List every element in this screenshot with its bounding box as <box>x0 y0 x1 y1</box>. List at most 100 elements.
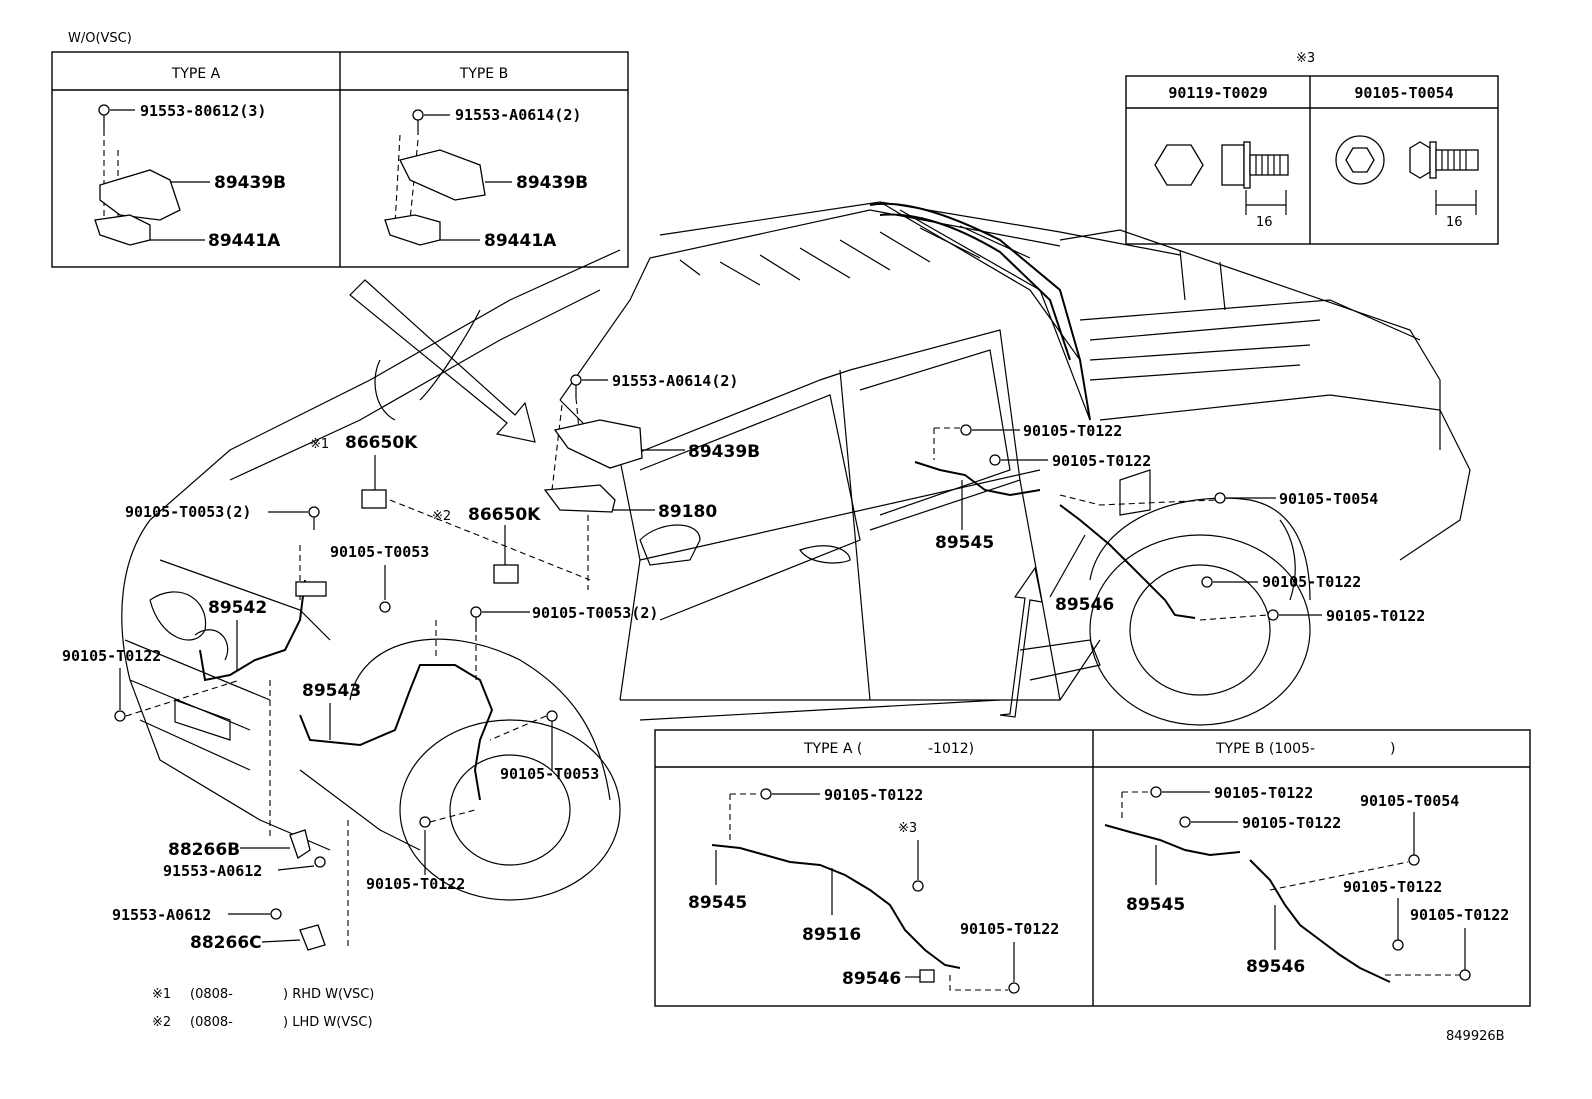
label-rear-bolt-t0122-3: 90105-T0122 <box>1262 573 1361 591</box>
inset-a-89545-label: 89545 <box>688 893 747 913</box>
label-note2-marker: ※2 <box>432 509 451 524</box>
pointer-arrow-left <box>349 279 536 443</box>
bolt-icon <box>960 424 972 436</box>
hex-head-icon <box>1154 144 1204 186</box>
note3-col1-dim: 16 <box>1256 215 1273 230</box>
ecu-89180-icon <box>543 484 616 513</box>
relay-icon <box>361 489 387 509</box>
label-rear-bolt-t0122-4: 90105-T0122 <box>1326 607 1425 625</box>
label-89542: 89542 <box>208 598 267 618</box>
bolt-icon <box>308 506 320 530</box>
sensor-wire-89542 <box>199 579 306 682</box>
bolt-icon <box>570 374 582 398</box>
inset-wo-vsc: TYPE A TYPE B 91553-80612(3) 89439B 8944… <box>51 51 629 268</box>
bolt-icon <box>546 710 558 722</box>
front-sensors: 89542 90105-T0122 89543 90105-T0053 9010… <box>62 579 599 893</box>
label-bolt-t0053: 90105-T0053 <box>330 543 429 561</box>
inset-type-a-header: TYPE A <box>171 66 221 82</box>
note3-col2-dim: 16 <box>1446 215 1463 230</box>
inset-a-bolt-label: 91553-80612(3) <box>140 102 266 120</box>
vehicle-outline <box>121 201 1471 901</box>
yaw-sensor-icon <box>94 214 151 246</box>
inset-a-89516-label: 89516 <box>802 925 861 945</box>
bolt-icon <box>270 908 282 920</box>
footnote-1-marker: ※1 <box>152 987 171 1002</box>
label-89439b: 89439B <box>688 442 760 462</box>
bolt-icon <box>314 856 326 868</box>
bolt-icon <box>419 816 431 828</box>
bolt-icon <box>1179 816 1191 828</box>
inset-type-b-rear: TYPE B (1005- ) 90105-T0122 90105-T0122 … <box>1104 741 1509 983</box>
note3-col2-header: 90105-T0054 <box>1354 84 1453 102</box>
label-bolt-91553-a0614: 91553-A0614(2) <box>612 372 738 390</box>
note3-marker: ※3 <box>1296 51 1315 66</box>
inset-a-note3: ※3 <box>898 821 917 836</box>
footnote-2-spec: ) LHD W(VSC) <box>283 1015 373 1030</box>
inset-type-a-rear: TYPE A ( -1012) 90105-T0122 ※3 89545 895… <box>654 729 1531 1007</box>
inset-a-sensor-label: 89441A <box>208 231 281 251</box>
label-bolt-t0053-2a: 90105-T0053(2) <box>125 503 251 521</box>
bolt-icon <box>1267 609 1279 621</box>
footnote-2-range: (0808- <box>190 1015 233 1030</box>
footnotes: ※1 (0808- ) RHD W(VSC) ※2 (0808- ) LHD W… <box>152 987 374 1030</box>
inset-b-header-suffix: ) <box>1390 741 1395 757</box>
inset-type-b-header: TYPE B <box>459 66 508 82</box>
label-89543: 89543 <box>302 681 361 701</box>
label-88266b: 88266B <box>168 840 240 860</box>
inset-a-89546-label: 89546 <box>842 969 901 989</box>
label-86650k-2: 86650K <box>468 505 541 525</box>
flange-bolt-icon <box>1221 141 1289 189</box>
bolt-icon <box>1459 969 1471 981</box>
inset-b-bolt-label: 91553-A0614(2) <box>455 106 581 124</box>
inset-wo-vsc-note: W/O(VSC) <box>68 31 132 46</box>
inset-b-89545-label: 89545 <box>1126 895 1185 915</box>
inset-b-bolt2-label: 90105-T0122 <box>1242 814 1341 832</box>
inset-a-header-prefix: TYPE A ( <box>803 741 862 757</box>
footnote-1-spec: ) RHD W(VSC) <box>283 987 374 1002</box>
inset-b-bolt3-label: 90105-T0054 <box>1360 792 1459 810</box>
bolt-icon <box>379 601 391 613</box>
bolt-icon <box>1392 939 1404 951</box>
label-bolt-t0122-wheel: 90105-T0122 <box>366 875 465 893</box>
bolt-icon <box>114 710 126 722</box>
label-note1-marker: ※1 <box>310 437 329 452</box>
footnote-2-marker: ※2 <box>152 1015 171 1030</box>
label-rear-bolt-t0054: 90105-T0054 <box>1279 490 1378 508</box>
yaw-sensor-icon <box>384 214 441 246</box>
label-rear-bolt-t0122-2: 90105-T0122 <box>1052 452 1151 470</box>
bolt-icon <box>912 880 924 892</box>
inset-b-cover-label: 89439B <box>516 173 588 193</box>
inset-b-bolt1-label: 90105-T0122 <box>1214 784 1313 802</box>
inset-a-header-suffix: -1012) <box>928 741 974 757</box>
note3-col1-header: 90119-T0029 <box>1168 84 1267 102</box>
inset-b-sensor-label: 89441A <box>484 231 557 251</box>
label-rear-89545: 89545 <box>935 533 994 553</box>
inset-a-bolt2-label: 90105-T0122 <box>960 920 1059 938</box>
bracket-icon <box>299 924 326 951</box>
sensor-head-icon <box>919 969 935 983</box>
label-86650k-1: 86650K <box>345 433 418 453</box>
inset-b-89546-label: 89546 <box>1246 957 1305 977</box>
label-bolt-91553-a0612-1: 91553-A0612 <box>163 862 262 880</box>
bolt-icon <box>760 788 772 800</box>
relay-icon <box>493 564 519 584</box>
brackets: 88266B 91553-A0612 91553-A0612 88266C <box>112 680 349 953</box>
bolt-icon <box>1008 982 1020 994</box>
rear-sensors: 90105-T0122 90105-T0122 89545 90105-T005… <box>914 422 1425 625</box>
cover-bracket-icon <box>99 169 181 221</box>
bolt-icon <box>1408 854 1420 866</box>
bolt-icon <box>470 606 482 632</box>
pointer-arrow-right <box>999 566 1043 718</box>
inset-a-bolt1-label: 90105-T0122 <box>824 786 923 804</box>
sensor-wire-89545 <box>914 461 1041 497</box>
main-ecu-area: 91553-A0614(2) 89439B 89180 ※1 86650K ※2… <box>125 372 760 680</box>
bracket-icon <box>289 829 311 860</box>
label-rear-bolt-t0122-1: 90105-T0122 <box>1023 422 1122 440</box>
sensor-wire-89546 <box>1249 859 1391 983</box>
sensor-wire-89543 <box>299 664 494 801</box>
label-bolt-t0053-wheel: 90105-T0053 <box>500 765 599 783</box>
label-bolt-91553-a0612-2: 91553-A0612 <box>112 906 211 924</box>
sensor-wire-89545 <box>1104 824 1241 857</box>
inset-note3: ※3 90119-T0029 90105-T0054 16 16 <box>1125 51 1499 245</box>
